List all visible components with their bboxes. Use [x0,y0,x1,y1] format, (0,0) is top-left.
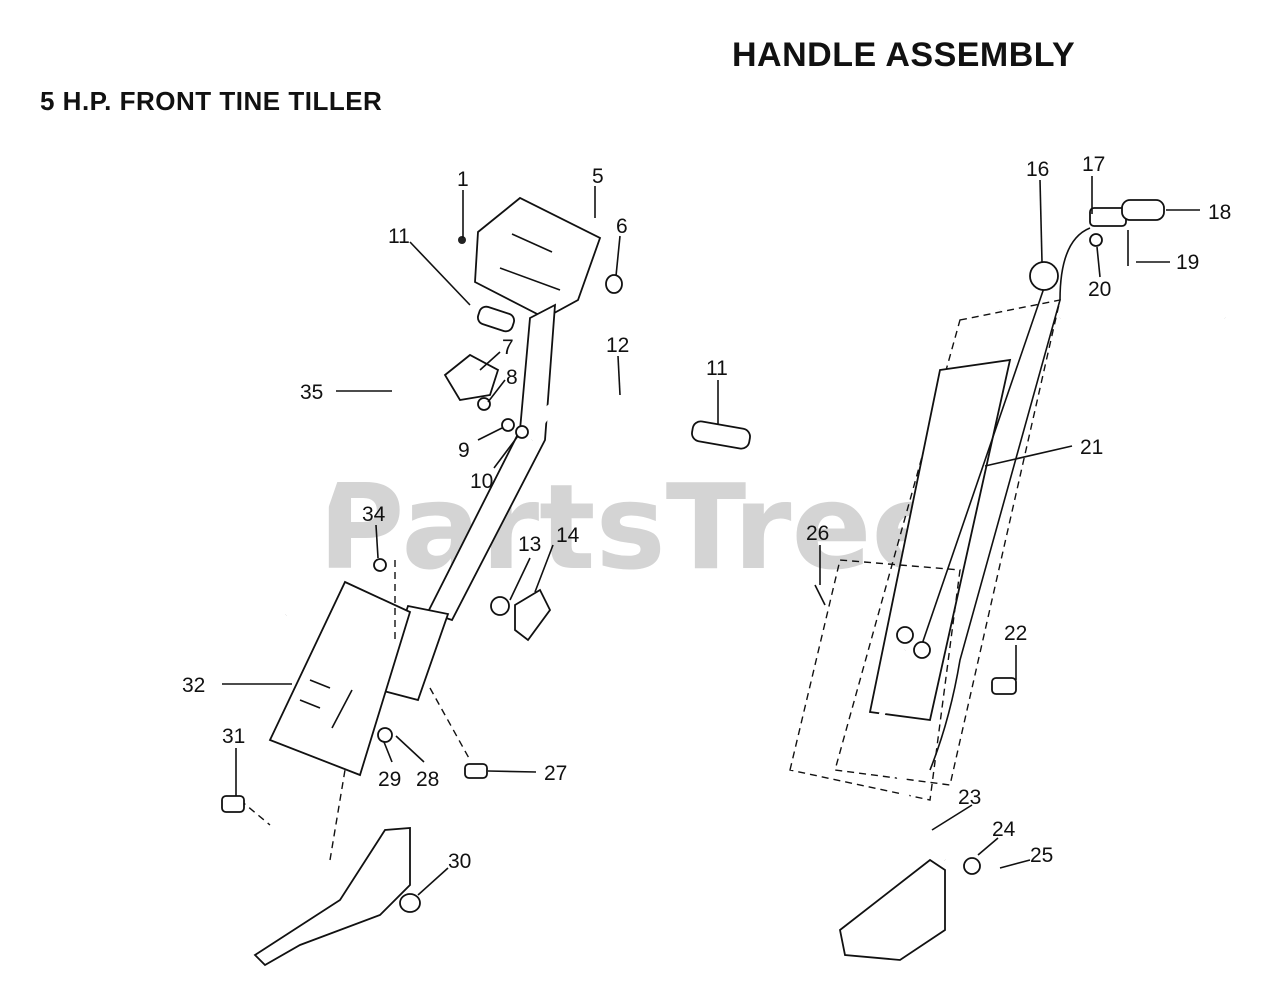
callout-6: 6 [616,215,628,238]
callout-18: 18 [1208,201,1231,224]
callout-16: 16 [1026,158,1049,181]
callout-labels: 1 5 6 11 7 8 9 10 12 11 35 34 13 14 32 3… [182,153,1231,873]
right-handle-assembly [789,190,1227,961]
callout-22: 22 [1004,622,1027,645]
callout-31: 31 [222,725,245,748]
callout-35: 35 [300,381,323,404]
diagram-subtitle: 5 H.P. FRONT TINE TILLER [40,86,383,116]
leader-lines [222,176,1200,896]
callout-21: 21 [1080,436,1103,459]
callout-24: 24 [992,818,1016,841]
callout-19: 19 [1176,251,1199,274]
callout-27: 27 [544,762,567,785]
callout-29: 29 [378,768,401,791]
callout-5: 5 [592,165,604,188]
callout-13: 13 [518,533,541,556]
lower-plate [268,580,412,777]
callout-7: 7 [502,336,514,359]
base-bracket [253,827,411,967]
callout-32: 32 [182,674,205,697]
watermark-text: PartsTree [318,458,952,596]
callout-8: 8 [506,366,518,389]
callout-1: 1 [457,168,469,191]
callout-30: 30 [448,850,471,873]
callout-10: 10 [470,470,493,493]
callout-26: 26 [806,522,829,545]
callout-20: 20 [1088,278,1111,301]
callout-9: 9 [458,439,470,462]
callout-14: 14 [556,524,580,547]
shift-bracket [839,858,946,961]
callout-12: 12 [606,334,629,357]
diagram-title: HANDLE ASSEMBLY [732,36,1076,74]
callout-11-right: 11 [706,357,728,380]
console-plate [474,196,602,320]
callout-28: 28 [416,768,439,791]
callout-25: 25 [1030,844,1053,867]
callout-17: 17 [1082,153,1105,176]
callout-23: 23 [958,786,981,809]
callout-34: 34 [362,503,386,526]
left-handle-assembly [221,196,751,967]
callout-11-left: 11 [388,225,410,248]
